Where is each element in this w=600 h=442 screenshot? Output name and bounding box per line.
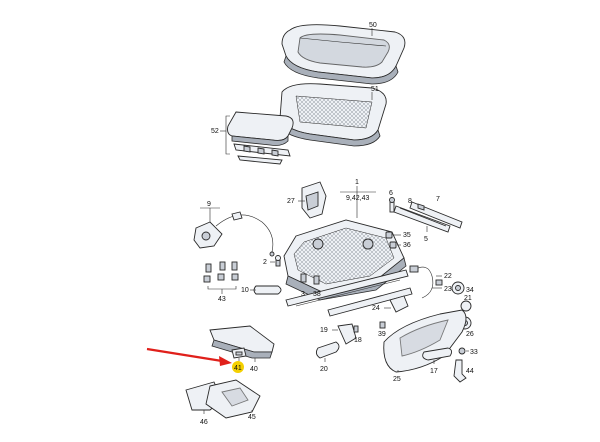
part-34-knob [451, 281, 465, 295]
part-18-pin [353, 325, 359, 333]
callout-21: 21 [464, 295, 472, 302]
part-36-nut [389, 241, 397, 249]
callout-44: 44 [466, 368, 474, 375]
part-27-bracket [301, 181, 327, 219]
callout-7: 7 [436, 196, 440, 203]
callout-2: 2 [263, 259, 267, 266]
part-seat-frame [283, 219, 413, 317]
callout-50: 50 [369, 22, 377, 29]
callout-52: 52 [211, 128, 219, 135]
part-19-lever [337, 323, 357, 345]
part-6-pin [389, 197, 395, 213]
part-43-hardware [203, 261, 239, 283]
callout-23: 23 [444, 286, 452, 293]
part-45-cover [205, 379, 261, 419]
part-10-tube [253, 285, 282, 295]
part-38-bolt [313, 275, 320, 285]
part-41-clip-highlighted [231, 347, 247, 359]
part-22-harness [409, 265, 443, 299]
part-33-clip [458, 347, 466, 355]
callout-5: 5 [424, 236, 428, 243]
part-2-screw [275, 255, 281, 267]
callout-9-42-43: 9,42,43 [346, 195, 369, 202]
callout-51: 51 [371, 86, 379, 93]
callout-34: 34 [466, 287, 474, 294]
callout-18: 18 [354, 337, 362, 344]
part-8-rail [393, 205, 451, 233]
callout-27: 27 [287, 198, 295, 205]
part-7-rail [409, 201, 463, 229]
part-50-cushion-cover [281, 24, 406, 85]
callout-19: 19 [320, 327, 328, 334]
callout-43: 43 [218, 296, 226, 303]
callout-6: 6 [389, 190, 393, 197]
callout-3: 3 [301, 291, 305, 298]
callout-38: 38 [313, 291, 321, 298]
callout-17: 17 [430, 368, 438, 375]
part-52-bolster-set [227, 111, 294, 165]
part-24-motor [389, 295, 409, 313]
part-51-cushion-foam [277, 83, 387, 147]
callout-24: 24 [372, 305, 380, 312]
part-3-bolt [300, 273, 307, 283]
callout-22: 22 [444, 273, 452, 280]
callout-46: 46 [200, 419, 208, 426]
part-35-bolt [385, 231, 393, 239]
callout-40: 40 [250, 366, 258, 373]
red-arrow-pointer [146, 347, 232, 366]
callout-35: 35 [403, 232, 411, 239]
part-44-bracket [453, 359, 467, 383]
part-17-lever [422, 347, 453, 361]
callout-36: 36 [403, 242, 411, 249]
part-21-gear [460, 300, 472, 312]
part-39-clip [379, 321, 386, 329]
part-9-cable-assembly [193, 211, 275, 257]
part-20-handle [315, 341, 340, 359]
callout-8: 8 [408, 198, 412, 205]
callout-9: 9 [207, 201, 211, 208]
callout-1: 1 [355, 179, 359, 186]
callout-41: 41 [234, 365, 242, 372]
callout-41-highlight [232, 361, 244, 373]
callout-33: 33 [470, 349, 478, 356]
callout-10: 10 [241, 287, 249, 294]
callout-39: 39 [378, 331, 386, 338]
callout-25: 25 [393, 376, 401, 383]
callout-20: 20 [320, 366, 328, 373]
part-25-side-trim [383, 309, 467, 373]
callout-45: 45 [248, 414, 256, 421]
callout-26: 26 [466, 331, 474, 338]
